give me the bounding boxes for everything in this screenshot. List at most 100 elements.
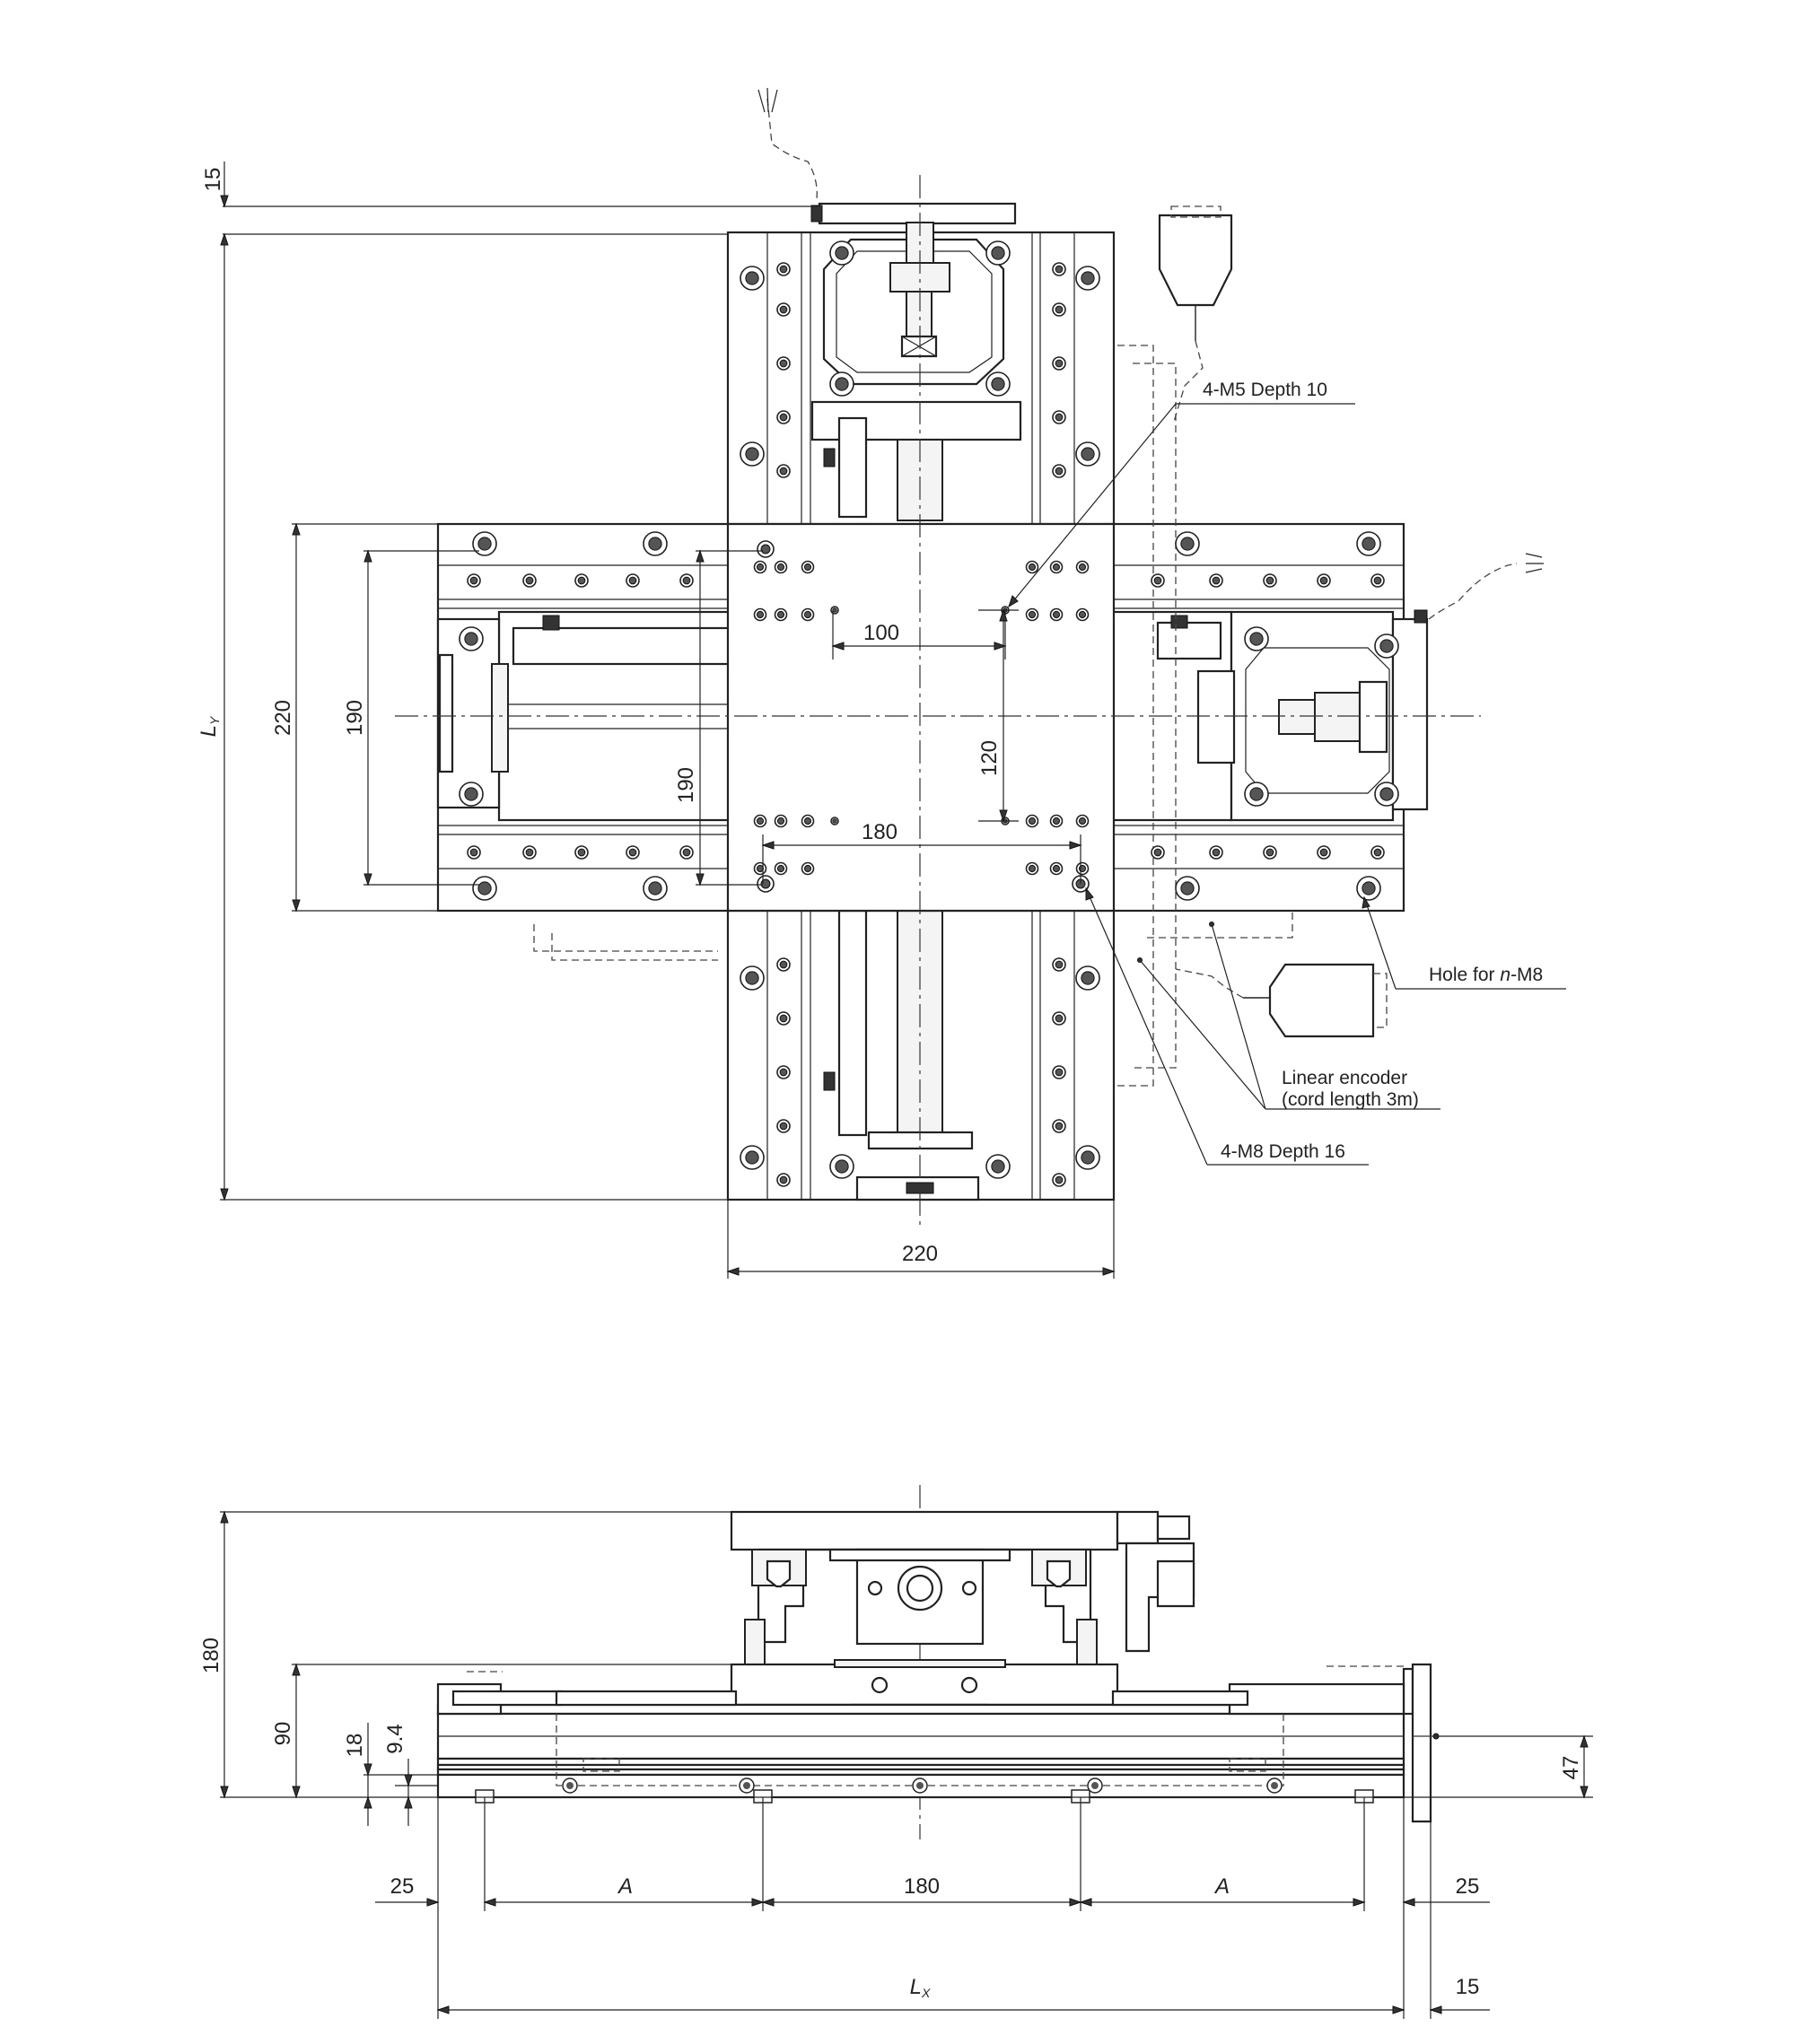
counterbore-hole-inner: [477, 537, 492, 551]
dim-47: 47: [1431, 1734, 1593, 1799]
top-view: 15 LY 220 190: [197, 87, 1566, 1279]
rail-hole-inner: [1055, 1014, 1064, 1023]
rail-hole-inner: [1055, 305, 1064, 314]
center-table: [726, 522, 1116, 913]
dim-25-right-label: 25: [1456, 1874, 1480, 1899]
rail-hole-inner: [1055, 265, 1064, 274]
table-hole-inner: [1028, 563, 1037, 572]
dim-190-inner: 190: [674, 549, 763, 887]
dim-180-top-label: 180: [862, 820, 898, 844]
front-x-carriage: [730, 1663, 1119, 1707]
counterbore-hole-inner: [1180, 537, 1195, 551]
dim-190-left-label: 190: [343, 700, 367, 736]
callout-m8: 4-M8 Depth 16: [1085, 887, 1369, 1166]
base-bolt-inner: [1271, 1782, 1278, 1789]
rail-hole-inner: [1212, 848, 1221, 857]
front-top-table: [730, 1510, 1119, 1551]
dim-90-label: 90: [271, 1722, 295, 1746]
dim-100: 100: [831, 610, 1007, 659]
table-hole-inner: [803, 864, 812, 873]
counterbore-hole-inner: [835, 1159, 849, 1174]
rail-hole-inner: [1055, 1068, 1064, 1077]
table-hole-inner: [1078, 610, 1087, 619]
table-hole-inner: [1078, 563, 1087, 572]
table-hole-inner: [756, 610, 765, 619]
dim-15-right-label: 15: [1456, 1975, 1480, 1999]
dim-15-label: 15: [201, 168, 225, 192]
rail-hole-inner: [779, 413, 788, 422]
rail-hole-inner: [779, 1175, 788, 1184]
mounting-holes: [459, 240, 1399, 1187]
counterbore-hole-inner: [477, 881, 492, 895]
front-view: 180 90 18 9.4 47: [199, 1485, 1593, 2019]
counterbore-hole-inner: [1249, 632, 1264, 646]
rail-hole-inner: [1373, 848, 1382, 857]
dim-18-label: 18: [343, 1734, 367, 1758]
y-axis-end-cap: [818, 202, 1017, 225]
base-bolt-inner: [916, 1782, 924, 1789]
counterbore-hole-inner: [648, 881, 662, 895]
table-hole-inner: [1078, 817, 1087, 825]
callout-hole: Hole for n-M8: [1362, 895, 1566, 990]
dim-lx-label: LX: [910, 1975, 931, 2000]
dim-ly: LY: [197, 232, 728, 1201]
table-hole-inner: [1052, 610, 1061, 619]
callout-encoder-line1: Linear encoder: [1282, 1068, 1407, 1088]
dim-15-top: 15: [201, 162, 819, 235]
rail-hole-inner: [1153, 576, 1162, 585]
dim-row-1: 25 A 180 A 25: [375, 1797, 1490, 2019]
counterbore-hole-inner: [835, 377, 849, 391]
dim-a-left-label: A: [617, 1874, 633, 1899]
rail-hole-inner: [469, 576, 478, 585]
table-hole-inner: [1052, 817, 1061, 825]
dim-190-inner-label: 190: [674, 767, 698, 803]
dim-9-4: 9.4: [383, 1724, 438, 1826]
counterbore-hole-inner: [991, 377, 1005, 391]
rail-hole-inner: [577, 576, 586, 585]
callout-encoder-line2: (cord length 3m): [1282, 1089, 1419, 1110]
encoder-head-top: [1158, 214, 1233, 307]
dim-25-left-label: 25: [390, 1874, 415, 1899]
counterbore-hole-inner: [745, 271, 759, 285]
dim-100-label: 100: [863, 621, 899, 645]
rail-hole-inner: [779, 359, 788, 368]
callout-encoder: Linear encoder (cord length 3m): [1137, 922, 1440, 1110]
rail-hole-inner: [1055, 359, 1064, 368]
table-hole-inner: [803, 817, 812, 825]
dim-220-bottom-label: 220: [902, 1242, 938, 1266]
table-hole-inner: [776, 610, 785, 619]
dim-190-left: 190: [343, 549, 479, 887]
m8-hole-inner: [760, 544, 771, 555]
counterbore-hole-inner: [1081, 971, 1095, 985]
rail-hole-inner: [779, 265, 788, 274]
dim-9-4-label: 9.4: [383, 1724, 407, 1753]
rail-hole-inner: [779, 960, 788, 969]
dim-47-label: 47: [1559, 1756, 1583, 1780]
table-hole-inner: [776, 864, 785, 873]
rail-hole-inner: [1319, 576, 1328, 585]
dim-120: 120: [977, 608, 1019, 823]
dim-180-top: 180: [761, 820, 1082, 884]
table-hole-inner: [1052, 563, 1061, 572]
rail-hole-inner: [682, 576, 691, 585]
table-hole-inner: [1028, 817, 1037, 825]
dim-a-right-label: A: [1213, 1874, 1230, 1899]
counterbore-hole-inner: [1081, 447, 1095, 461]
dim-220-vertical: 220: [271, 522, 438, 913]
dim-180-center-label: 180: [904, 1874, 940, 1899]
table-hole-inner: [803, 610, 812, 619]
counterbore-hole-inner: [1362, 881, 1376, 895]
counterbore-hole-inner: [745, 971, 759, 985]
table-hole-inner: [1052, 864, 1061, 873]
table-hole-inner: [756, 817, 765, 825]
rail-hole-inner: [1055, 960, 1064, 969]
rail-hole-inner: [779, 467, 788, 476]
callout-m5: 4-M5 Depth 10: [1008, 380, 1355, 608]
table-hole-inner: [1028, 864, 1037, 873]
counterbore-hole-inner: [835, 246, 849, 260]
dim-120-label: 120: [977, 740, 1002, 776]
base-bolt-inner: [743, 1782, 750, 1789]
counterbore-hole-inner: [745, 1150, 759, 1165]
rail-hole-inner: [628, 576, 637, 585]
